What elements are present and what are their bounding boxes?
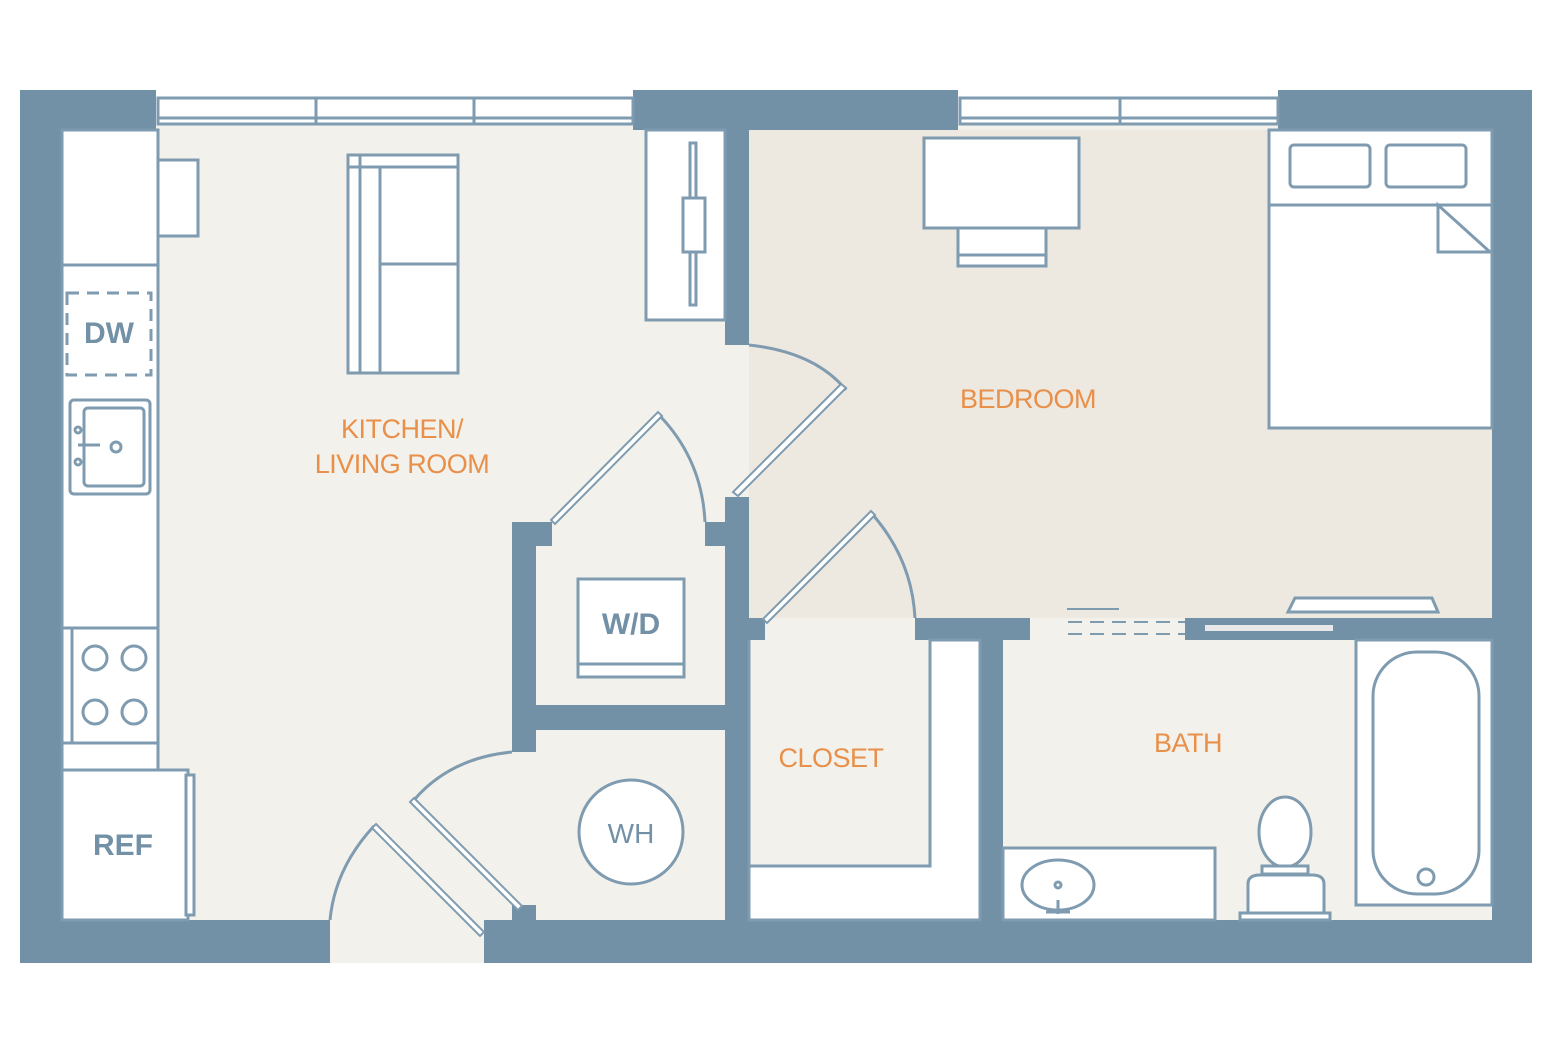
room-label-bedroom: BEDROOM: [960, 384, 1096, 414]
bedroom-door[interactable]: [731, 343, 848, 498]
room-label-kitchen: KITCHEN/: [341, 414, 464, 444]
refrigerator-icon: [60, 768, 196, 922]
room-label-bath: BATH: [1154, 728, 1222, 758]
shelf-icon: [644, 128, 727, 322]
exterior-walls: [20, 90, 1532, 963]
washer-dryer-label: W/D: [602, 608, 660, 641]
closet-door[interactable]: [761, 509, 917, 625]
room-label-living-room: LIVING ROOM: [315, 449, 490, 479]
bathtub-icon: [1354, 638, 1494, 907]
desk-icon: [922, 136, 1081, 268]
towel-rack: [1285, 596, 1441, 614]
entry-door[interactable]: [328, 822, 486, 938]
refrigerator-label: REF: [93, 829, 153, 862]
stove-icon: [70, 626, 160, 745]
room-label-closet: CLOSET: [778, 743, 883, 773]
kitchen-sink-icon: [68, 398, 152, 496]
dishwasher-label: DW: [84, 317, 135, 350]
entry-floor: [330, 920, 484, 963]
water-heater-label: WH: [608, 818, 655, 849]
washer-dryer-icon: [576, 577, 686, 679]
dishwasher-outline: [65, 291, 153, 377]
bed-icon: [1267, 128, 1494, 430]
windows: [156, 96, 1280, 126]
bathroom-sink-icon: [1001, 846, 1217, 922]
water-heater-icon: [577, 778, 685, 886]
toilet-icon: [1238, 795, 1332, 922]
utility-door[interactable]: [408, 750, 524, 912]
interior-walls: [512, 130, 1492, 925]
closet-shelf: [747, 638, 982, 922]
pocket-door: [1205, 625, 1333, 631]
sliding-door[interactable]: [1067, 608, 1185, 635]
laundry-door[interactable]: [549, 410, 707, 526]
sofa-icon: [346, 153, 460, 375]
